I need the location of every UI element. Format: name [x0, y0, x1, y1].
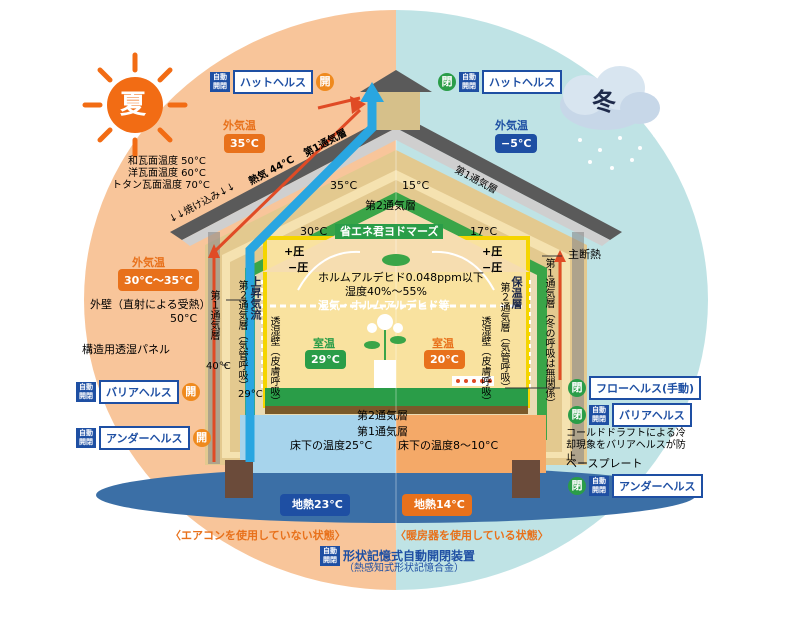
- winter-outside-temp: −5°C: [495, 134, 538, 153]
- closed-status-icon: 閉: [438, 73, 456, 91]
- barrier-health-winter-tag[interactable]: 閉 自動開閉 バリアヘルス: [568, 403, 692, 427]
- auto-open-close-badge: 自動開閉: [589, 405, 609, 425]
- winter-floor-temp: 床下の温度8～10°C: [398, 439, 499, 452]
- panel-label: 構造用透湿パネル: [82, 343, 170, 356]
- summer-geo-temp: 地熱23°C: [292, 498, 343, 511]
- under-health-label: アンダーヘルス: [612, 474, 703, 498]
- updraft-arrow: [245, 98, 377, 462]
- hat-health-winter-tag[interactable]: 閉 自動開閉 ハットヘルス: [438, 70, 562, 94]
- foundation-left: [225, 460, 253, 498]
- attic-temp-winter: 15°C: [402, 179, 430, 192]
- winter-outside-label: 外気温: [495, 119, 528, 132]
- roof-temp-2: 洋瓦面温度 60°C: [128, 168, 206, 179]
- under-health-summer-tag[interactable]: 自動開閉 アンダーヘルス 開: [76, 426, 211, 450]
- footer-device: 自動開閉 形状記憶式自動開閉装置: [320, 546, 475, 566]
- snow-cloud-icon: [560, 66, 660, 170]
- barrier-health-label: バリアヘルス: [612, 403, 692, 427]
- second-vent-bottom-label: 第2通気層: [357, 409, 408, 422]
- pressure-right-minus: −圧: [482, 261, 503, 274]
- auto-open-close-badge: 自動開閉: [589, 476, 609, 496]
- pressure-left-minus: −圧: [288, 261, 309, 274]
- second-vent-top-label: 第2通気層: [365, 199, 416, 212]
- closed-status-icon: 閉: [568, 477, 586, 495]
- ceiling-fan-icon: [382, 254, 410, 266]
- summer-outside-temp: 35°C: [224, 134, 265, 153]
- pressure-right-plus: +圧: [482, 245, 503, 258]
- attic-temp-summer: 35°C: [330, 179, 358, 192]
- winter-state: 〈暖房器を使用している状態〉: [395, 529, 549, 542]
- hat-health-label: ハットヘルス: [482, 70, 562, 94]
- auto-open-close-badge: 自動開閉: [320, 546, 340, 566]
- temp-40: 40°C: [206, 361, 231, 372]
- winter-season-label: 冬: [592, 88, 616, 116]
- summer-moist-wall: 透湿壁（皮膚呼吸）: [268, 316, 279, 406]
- pressure-left-plus: +圧: [284, 245, 305, 258]
- updraft-label: 上昇気流: [249, 276, 262, 320]
- ceiling-temp-winter: 17°C: [470, 225, 498, 238]
- winter-room-temp: 20°C: [424, 350, 465, 369]
- barrier-health-label: バリアヘルス: [99, 380, 179, 404]
- flow-health-label: フローヘルス(手動): [589, 376, 702, 400]
- brand-label: 省エネ君ヨドマーズ: [335, 224, 444, 239]
- alloy-label: （熱感知式形状記憶合金）: [344, 563, 464, 574]
- insulation-label: 主断熱: [568, 248, 601, 261]
- first-vent-bottom-label: 第1通気層: [357, 425, 408, 438]
- auto-open-close-badge: 自動開閉: [76, 428, 96, 448]
- summer-season-label: 夏: [120, 90, 147, 120]
- moisture-flow-label: 湿気・ホルムアルデヒド等: [318, 299, 450, 312]
- wall-temp: 50°C: [170, 312, 198, 325]
- flow-health-tag[interactable]: 閉 フローヘルス(手動): [568, 376, 702, 400]
- summer-floor-temp: 床下の温度25°C: [290, 439, 373, 452]
- summer-wall-outside-temp: 30°C～35°C: [118, 269, 199, 291]
- winter-geo-temp: 地熱14°C: [414, 498, 465, 511]
- keep-warm-label: 保温層: [510, 276, 523, 309]
- open-status-icon: 開: [192, 429, 211, 447]
- roof-temp-1: 和瓦面温度 50°C: [128, 156, 206, 167]
- roof-temp-3: トタン瓦面温度 70°C: [112, 180, 210, 191]
- ceiling-temp-summer: 30°C: [300, 225, 328, 238]
- winter-room-label: 室温: [432, 337, 454, 350]
- closed-status-icon: 閉: [568, 379, 586, 397]
- open-status-icon: 開: [181, 383, 200, 401]
- formaldehyde-label: ホルムアルデヒド0.048ppm以下: [318, 271, 484, 284]
- cold-draft-note: コールドドラフトによる冷却現象をバリアヘルスが防止: [566, 428, 686, 463]
- auto-open-close-badge: 自動開閉: [459, 72, 479, 92]
- foundation-right: [512, 460, 540, 498]
- open-status-icon: 開: [316, 73, 334, 91]
- hat-health-summer-tag[interactable]: 自動開閉 ハットヘルス 開: [210, 70, 334, 94]
- wall-heat-label: 外壁（直射による受熱）: [90, 298, 211, 311]
- winter-moist-wall: 透湿壁（皮膚呼吸）: [479, 316, 490, 406]
- summer-wall-outside-label: 外気温: [132, 256, 165, 269]
- under-health-winter-tag[interactable]: 閉 自動開閉 アンダーヘルス: [568, 474, 703, 498]
- underfloor-summer: [240, 415, 396, 473]
- barrier-health-summer-tag[interactable]: 自動開閉 バリアヘルス 開: [76, 380, 200, 404]
- winter-second-vent-vertical: 第２通気層（気管呼吸）: [498, 282, 509, 392]
- plant-icon: [364, 314, 406, 388]
- summer-state: 〈エアコンを使用していない状態〉: [170, 529, 346, 542]
- floor-band: [265, 388, 528, 406]
- summer-outside-label: 外気温: [223, 119, 256, 132]
- summer-room-temp: 29°C: [305, 350, 346, 369]
- auto-open-close-badge: 自動開閉: [210, 72, 230, 92]
- summer-room-label: 室温: [313, 337, 335, 350]
- summer-second-vent-vertical: 第２通気層（気管呼吸）: [236, 280, 247, 390]
- humidity-label: 湿度40%～55%: [345, 285, 427, 298]
- base-plate-label: ベースプレート: [566, 457, 643, 470]
- sun-icon: [82, 52, 188, 158]
- winter-first-vent-vertical: 第１通気層（冬の呼吸は無関係）: [543, 258, 554, 408]
- summer-first-vent-vertical: 第１通気層: [208, 290, 219, 340]
- temp-29: 29°C: [238, 389, 263, 400]
- closed-status-icon: 閉: [568, 406, 586, 424]
- under-health-label: アンダーヘルス: [99, 426, 190, 450]
- device-label: 形状記憶式自動開閉装置: [343, 549, 476, 563]
- hat-health-label: ハットヘルス: [233, 70, 313, 94]
- auto-open-close-badge: 自動開閉: [76, 382, 96, 402]
